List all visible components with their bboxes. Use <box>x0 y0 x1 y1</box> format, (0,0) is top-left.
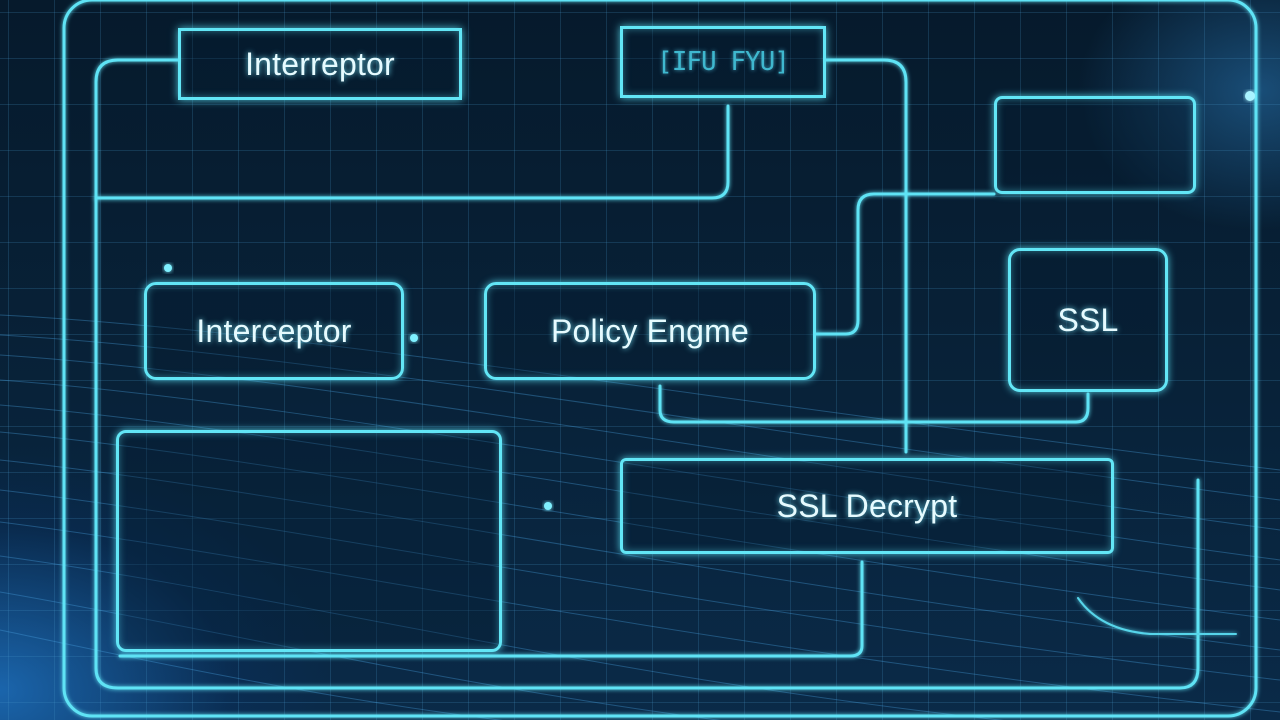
node-policy-engine: Policy Engme <box>484 282 816 380</box>
node-ssl-decrypt: SSL Decrypt <box>620 458 1114 554</box>
node-empty-bottom-left <box>116 430 502 652</box>
wire-policy-to-ssl <box>658 384 1090 424</box>
wire-glyph-return <box>94 104 730 200</box>
node-interceptor-top-label: Interreptor <box>245 45 395 82</box>
node-policy-engine-label: Policy Engme <box>550 312 750 349</box>
wire-glyph-to-ssl-decrypt <box>824 58 908 454</box>
wire-curve-bottom-right <box>1077 597 1237 635</box>
node-interceptor-mid: Interceptor <box>144 282 404 380</box>
outer-frame <box>62 0 1258 718</box>
node-interceptor-mid-label: Interceptor <box>196 312 352 349</box>
wire-policy-to-topright <box>814 192 996 336</box>
node-ssl-decrypt-label: SSL Decrypt <box>776 487 958 524</box>
node-interceptor-top: Interreptor <box>178 28 462 100</box>
wire-decrypt-to-bottomleft <box>118 560 864 658</box>
node-empty-top-right <box>994 96 1196 194</box>
inner-frame-wire <box>94 58 1200 690</box>
node-ssl-label: SSL <box>1057 301 1119 338</box>
node-ssl: SSL <box>1008 248 1168 392</box>
node-glyph-mark: [IFU FYU] <box>657 47 790 77</box>
node-glyph-box: [IFU FYU] <box>620 26 826 98</box>
